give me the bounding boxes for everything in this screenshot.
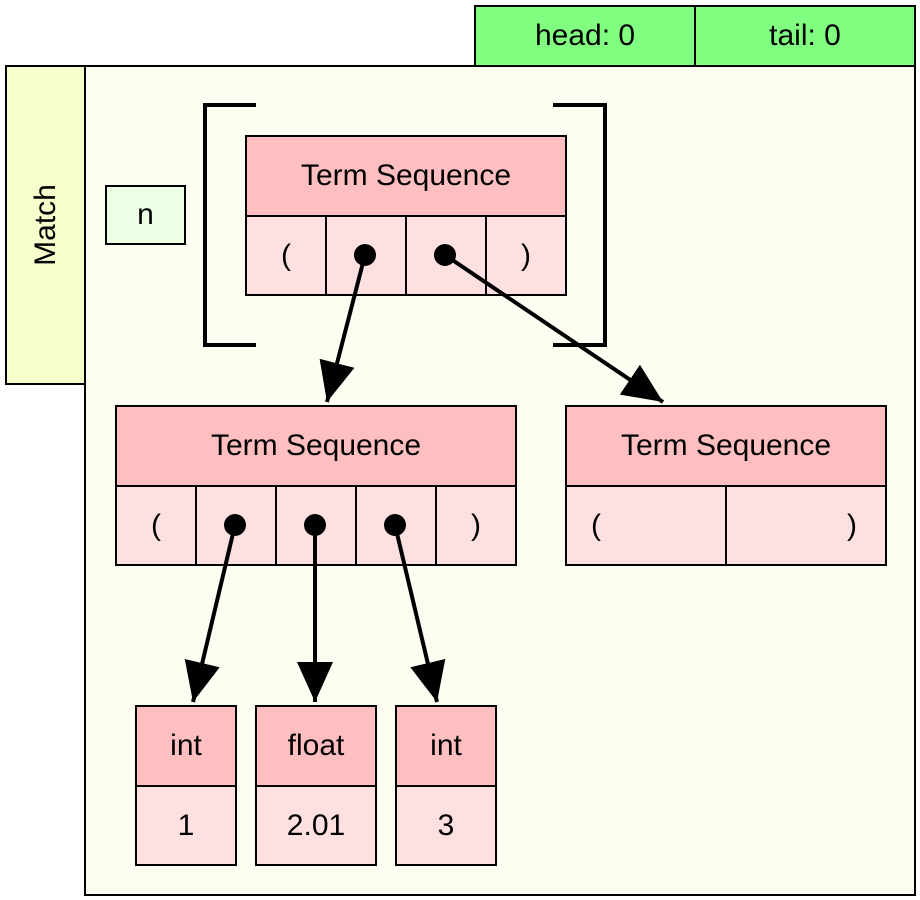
variable-n: n bbox=[105, 185, 186, 245]
left-sequence-close-paren: ) bbox=[435, 485, 517, 566]
value-2-type: float bbox=[255, 705, 377, 787]
top-sequence-close-paren: ) bbox=[485, 215, 567, 296]
left-sequence-header: Term Sequence bbox=[115, 405, 517, 487]
top-sequence-open-paren: ( bbox=[245, 215, 327, 296]
right-sequence-close-paren: ) bbox=[725, 485, 887, 566]
left-sequence-title: Term Sequence bbox=[210, 429, 422, 462]
tail-counter-label: tail: 0 bbox=[769, 19, 841, 52]
top-sequence-close-paren-text: ) bbox=[521, 238, 531, 272]
top-sequence-open-paren-text: ( bbox=[281, 238, 291, 272]
match-tab[interactable]: Match bbox=[5, 65, 86, 385]
head-counter: head: 0 bbox=[474, 5, 696, 67]
value-2: 2.01 bbox=[255, 785, 377, 866]
top-arrow-1 bbox=[319, 254, 367, 403]
top-sequence-title: Term Sequence bbox=[300, 159, 512, 192]
value-2-text: 2.01 bbox=[286, 808, 346, 842]
left-arrow-1 bbox=[184, 524, 237, 703]
top-sequence-header: Term Sequence bbox=[245, 135, 567, 217]
right-sequence-title: Term Sequence bbox=[620, 429, 832, 462]
left-bracket bbox=[203, 103, 256, 347]
value-1-type: int bbox=[135, 705, 237, 787]
value-3-type-label: int bbox=[430, 729, 462, 762]
value-1: 1 bbox=[135, 785, 237, 866]
value-2-type-label: float bbox=[287, 729, 345, 762]
variable-n-label: n bbox=[137, 198, 154, 231]
value-1-text: 1 bbox=[177, 808, 195, 842]
left-sequence-open-paren-text: ( bbox=[151, 508, 161, 542]
left-arrow-3 bbox=[393, 524, 446, 703]
value-3: 3 bbox=[395, 785, 497, 866]
value-1-type-label: int bbox=[170, 729, 202, 762]
right-sequence-close-paren-text: ) bbox=[847, 508, 857, 542]
value-3-text: 3 bbox=[437, 808, 455, 842]
head-counter-label: head: 0 bbox=[534, 19, 636, 52]
left-sequence-close-paren-text: ) bbox=[471, 508, 481, 542]
right-sequence-open-paren: ( bbox=[565, 485, 727, 566]
right-sequence-open-paren-text: ( bbox=[591, 508, 601, 542]
top-arrow-2 bbox=[443, 253, 665, 404]
right-bracket bbox=[553, 103, 607, 347]
value-3-type: int bbox=[395, 705, 497, 787]
